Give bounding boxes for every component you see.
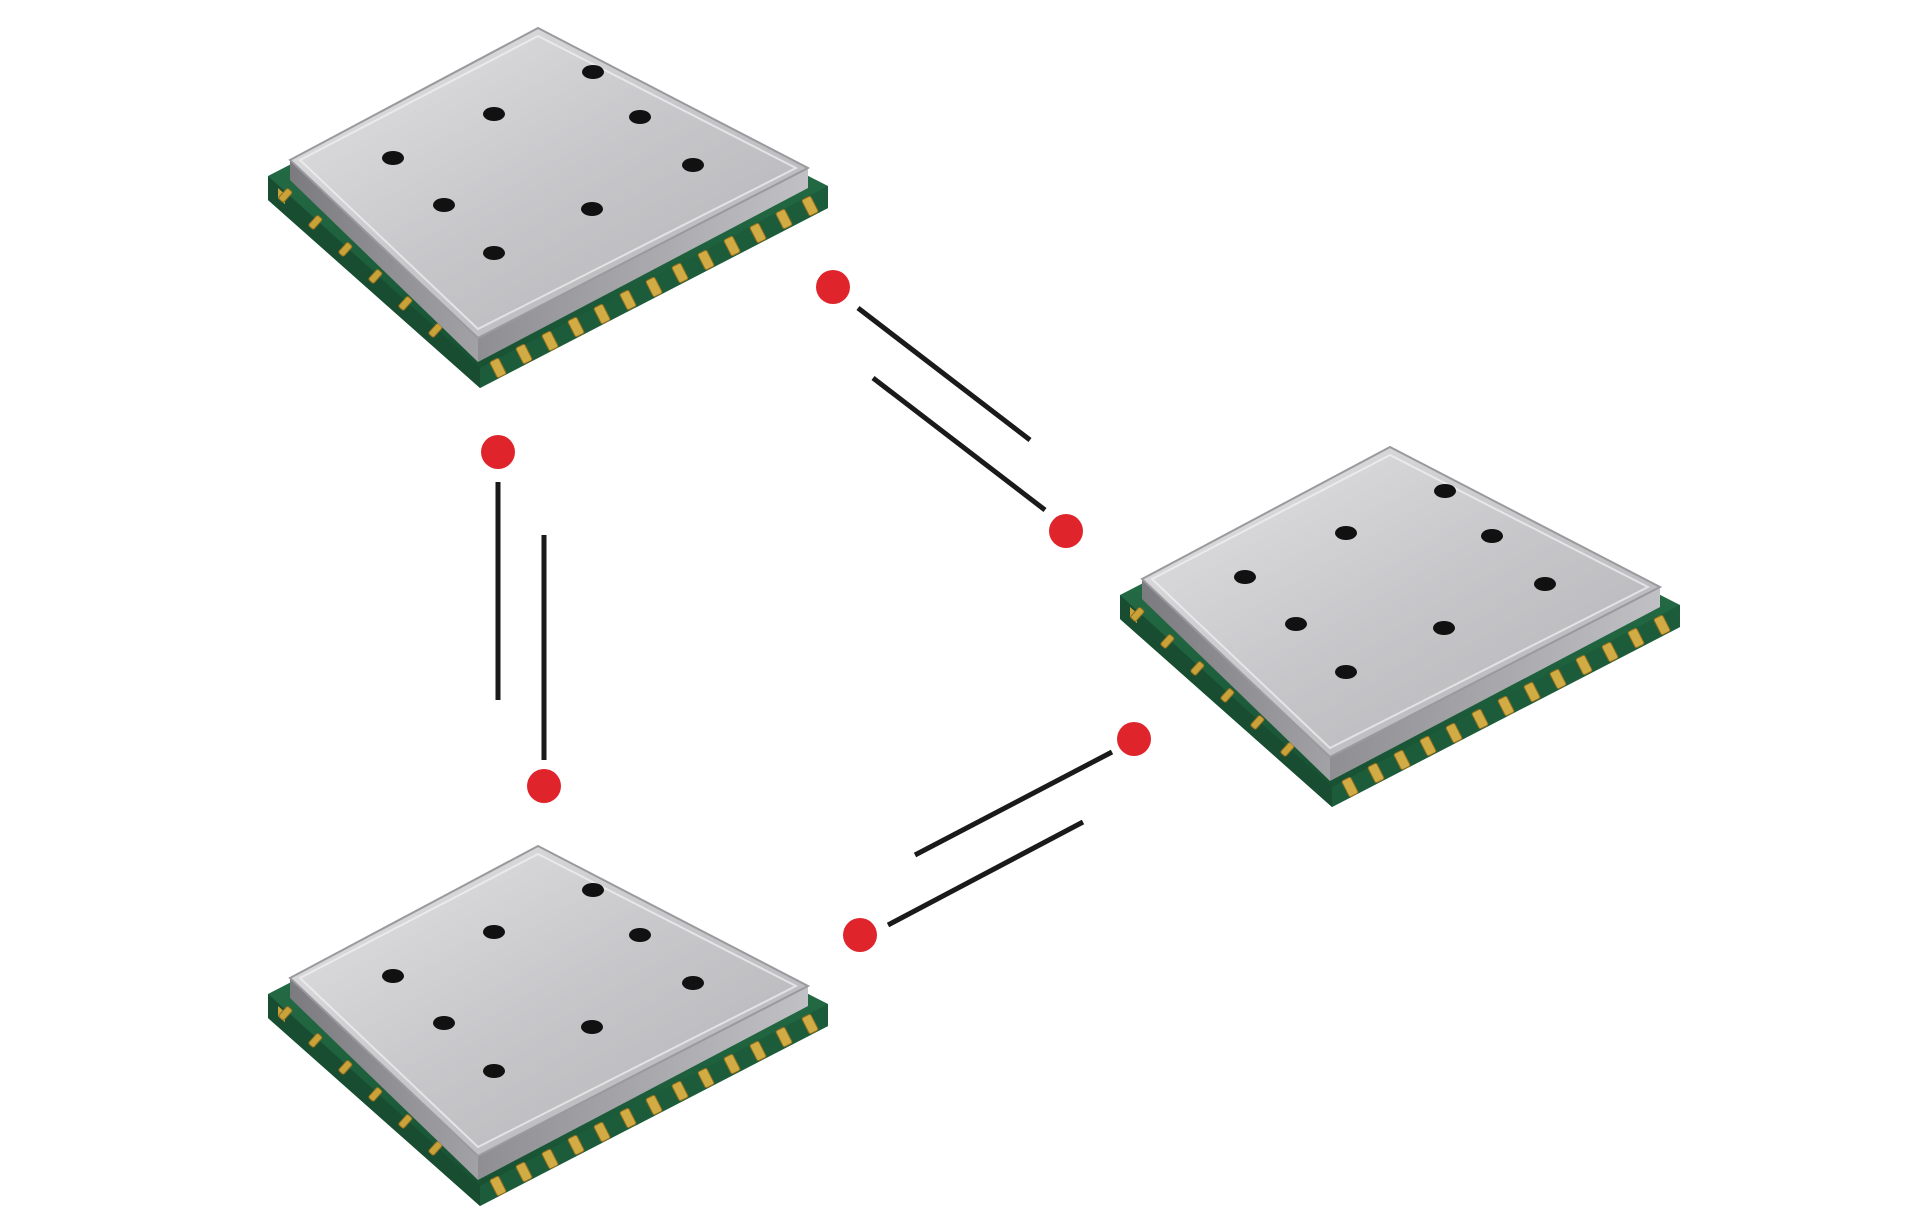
module-right xyxy=(1119,446,1681,808)
module-top-left xyxy=(267,27,829,389)
connection-endpoint-dot xyxy=(1049,514,1083,548)
rf-module-icon xyxy=(1119,446,1681,808)
rf-module-icon xyxy=(267,27,829,389)
link-top-left-to-bottom-left xyxy=(495,482,547,760)
module-bottom-left xyxy=(267,845,829,1207)
link-top-left-to-right xyxy=(856,306,1047,512)
connection-endpoint-dot xyxy=(843,918,877,952)
connection-endpoint-dot xyxy=(1117,722,1151,756)
connection-endpoint-dot xyxy=(527,769,561,803)
connection-endpoint-dot xyxy=(481,435,515,469)
link-bottom-left-to-right xyxy=(886,749,1114,928)
connection-endpoint-dot xyxy=(816,270,850,304)
rf-module-icon xyxy=(267,845,829,1207)
